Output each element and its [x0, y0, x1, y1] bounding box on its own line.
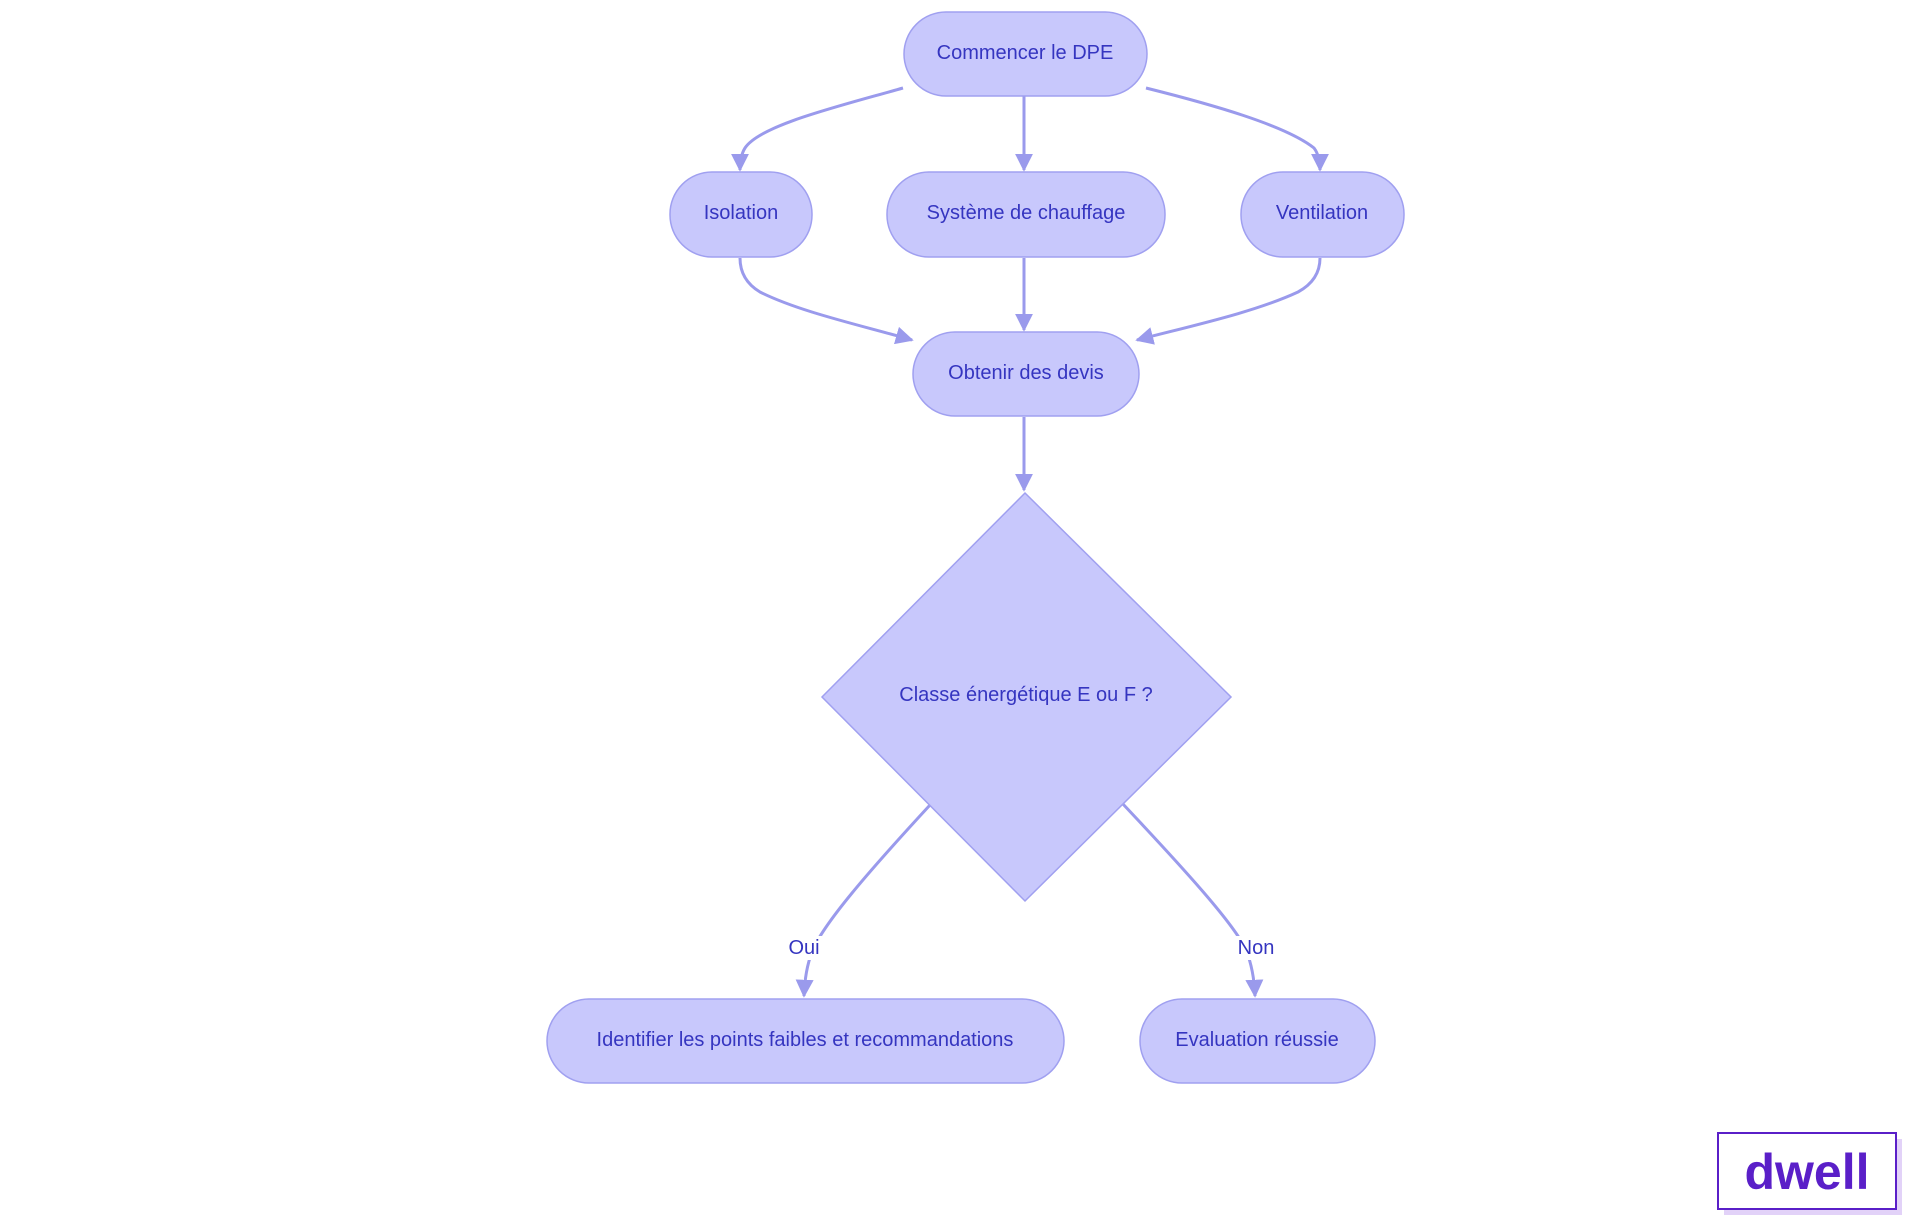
node-heating: Système de chauffage — [886, 171, 1166, 258]
node-ventilation: Ventilation — [1240, 171, 1405, 258]
nodes: Commencer le DPE Isolation Système de ch… — [546, 11, 1405, 1084]
node-success: Evaluation réussie — [1139, 998, 1376, 1084]
svg-text:Identifier les points faibles: Identifier les points faibles et recomma… — [597, 1029, 1014, 1051]
edge-label-yes: Oui — [788, 937, 819, 959]
svg-text:Système de chauffage: Système de chauffage — [927, 202, 1126, 224]
edge-isolation-quotes — [738, 257, 914, 345]
logo-frame — [1717, 1132, 1897, 1210]
svg-text:Ventilation: Ventilation — [1276, 202, 1368, 224]
edge-label-no-bg — [1234, 936, 1278, 960]
edge-start-ventilation — [1145, 86, 1329, 172]
dwell-logo: dwell — [1717, 1132, 1902, 1215]
edge-labels: Oui Non — [786, 936, 1278, 960]
edge-label-yes-bg — [786, 936, 822, 960]
node-start: Commencer le DPE — [903, 11, 1148, 97]
node-quotes: Obtenir des devis — [912, 331, 1140, 417]
svg-text:Classe énergétique E ou F ?: Classe énergétique E ou F ? — [899, 684, 1153, 706]
edge-label-no: Non — [1238, 937, 1275, 959]
svg-text:Commencer le DPE: Commencer le DPE — [937, 42, 1114, 64]
svg-text:Isolation: Isolation — [704, 202, 779, 224]
edge-start-isolation — [731, 86, 904, 172]
node-decision: Classe énergétique E ou F ? — [820, 491, 1233, 903]
node-isolation: Isolation — [669, 171, 813, 258]
svg-text:Evaluation réussie: Evaluation réussie — [1175, 1029, 1338, 1051]
svg-text:Obtenir des devis: Obtenir des devis — [948, 362, 1104, 384]
edge-ventilation-quotes — [1135, 257, 1322, 345]
logo-text: dwell — [1744, 1144, 1869, 1200]
edge-decision-success — [1120, 801, 1264, 998]
edge-decision-weak-points — [795, 803, 932, 998]
node-weak-points: Identifier les points faibles et recomma… — [546, 998, 1065, 1084]
